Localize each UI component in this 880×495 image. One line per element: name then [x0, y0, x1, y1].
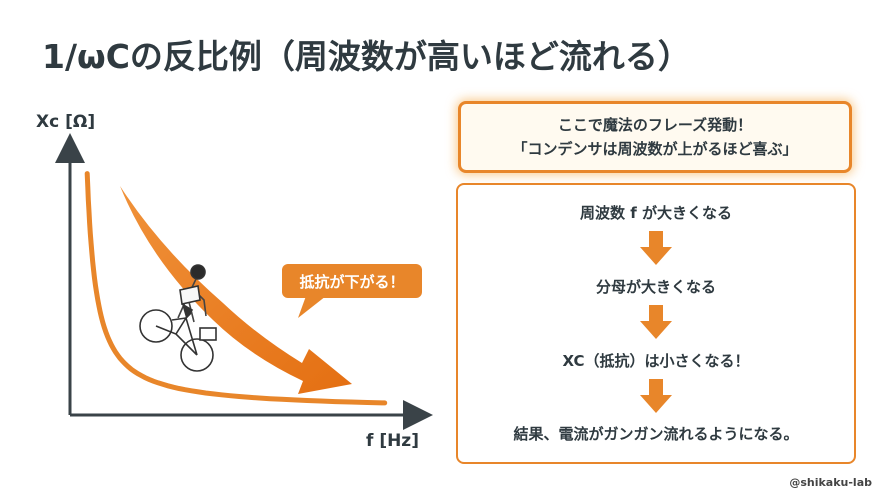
flow-step-1: 周波数 f が大きくなる — [580, 204, 732, 222]
reactance-curve — [84, 171, 388, 406]
flow-step-4: 結果、電流がガンガン流れるようになる。 — [513, 425, 799, 443]
down-arrow-icon — [640, 305, 672, 339]
down-arrow-icon — [640, 231, 672, 265]
reasoning-flow: 周波数 f が大きくなる 分母が大きくなる XC（抵抗）は小さくなる！ 結果、電… — [456, 183, 856, 464]
credit-handle: @shikaku-lab — [789, 476, 872, 489]
cyclist-illustration — [139, 264, 217, 372]
callout-line-1: ここで魔法のフレーズ発動！ — [557, 116, 753, 134]
flow-step-2: 分母が大きくなる — [595, 278, 716, 296]
decrease-trend-arrow — [120, 186, 352, 394]
x-axis-label: f [Hz] — [366, 431, 419, 451]
flow-step-3: XC（抵抗）は小さくなる！ — [562, 352, 750, 370]
page-title: 1/ωCの反比例（周波数が高いほど流れる） — [42, 37, 691, 76]
resistance-drop-badge — [282, 264, 422, 318]
callout-line-2: 「コンデンサは周波数が上がるほど喜ぶ」 — [512, 140, 798, 158]
down-arrow-icon — [640, 379, 672, 413]
badge-label: 抵抗が下がる！ — [299, 272, 405, 291]
y-axis-label: Xc [Ω] — [36, 112, 96, 132]
magic-phrase-callout: ここで魔法のフレーズ発動！ 「コンデンサは周波数が上がるほど喜ぶ」 — [458, 101, 852, 173]
